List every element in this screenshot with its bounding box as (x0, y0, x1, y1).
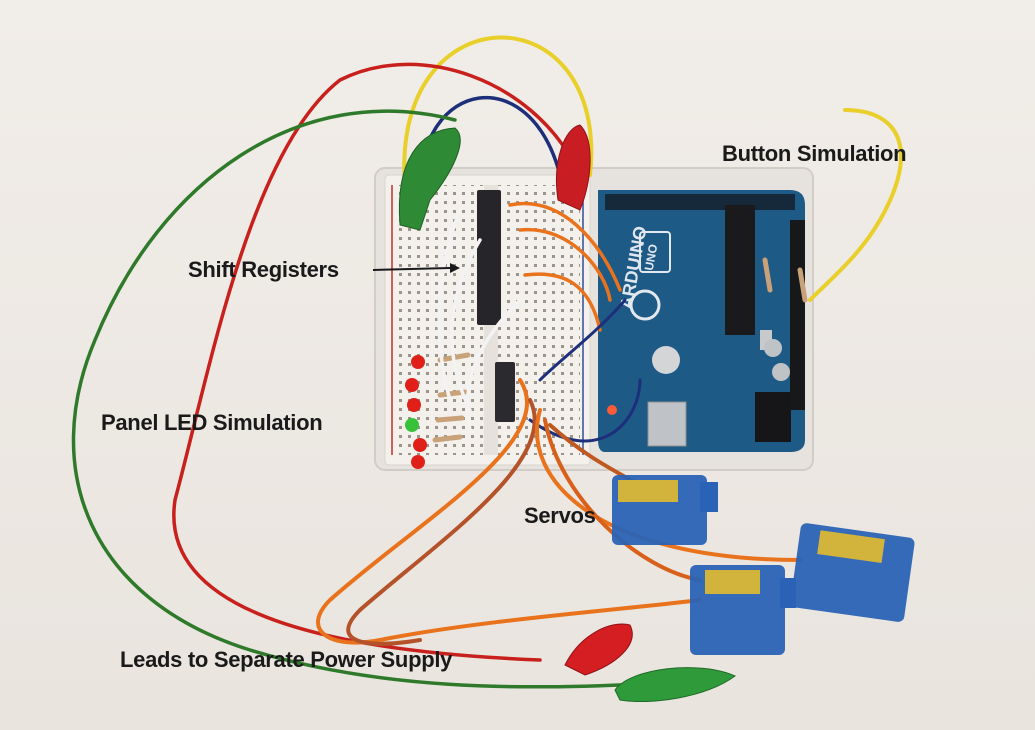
shift-register-arrowhead (450, 263, 460, 273)
svg-text:UNO: UNO (642, 243, 660, 272)
shift-register-chip (477, 190, 501, 325)
alligator-clips (398, 124, 736, 702)
servo-motor (690, 565, 796, 655)
jumper-wires (71, 35, 904, 689)
caption-button-simulation: Button Simulation (722, 141, 907, 166)
servo-motor (790, 523, 915, 622)
caption-panel-led-simulation: Panel LED Simulation (101, 410, 323, 435)
arduino-uno-board: ARDUINO UNO (598, 190, 805, 452)
shift-register-arrow (372, 267, 451, 271)
shift-register-chip (495, 362, 515, 422)
caption-shift-registers: Shift Registers (188, 257, 339, 282)
caption-servos: Servos (524, 503, 596, 528)
caption-leads-power: Leads to Separate Power Supply (120, 647, 453, 672)
panel-leds (405, 355, 427, 469)
servo-motor (612, 475, 718, 545)
